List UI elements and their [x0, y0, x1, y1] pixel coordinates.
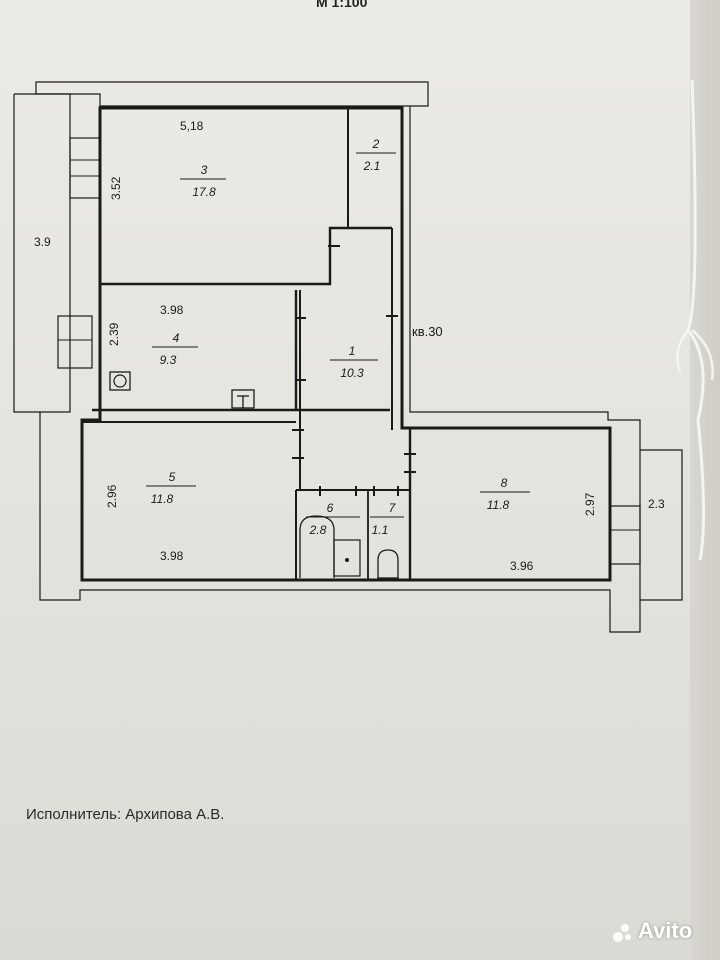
binding-thread	[686, 79, 706, 561]
apartment-label: кв.30	[412, 324, 443, 339]
bathtub	[299, 515, 335, 578]
room-7-area: 1.1	[372, 523, 389, 537]
dim-room4-height: 2.39	[107, 322, 121, 346]
boiler-icon	[109, 371, 131, 391]
dim-balcony-left: 3.9	[34, 235, 51, 249]
room-4-number: 4	[173, 331, 180, 345]
dim-room8-width: 3.96	[510, 559, 534, 573]
dim-room5-width: 3.98	[160, 549, 184, 563]
apartment-perimeter	[80, 106, 612, 582]
dim-room3-width: 5,18	[180, 119, 204, 133]
avito-logo-icon	[613, 924, 631, 942]
dim-balcony-right: 2.3	[648, 497, 665, 511]
room-6-number: 6	[327, 501, 334, 515]
room-8-area: 11.8	[487, 498, 510, 512]
room-1-area: 10.3	[340, 366, 364, 380]
dim-room8-height: 2.97	[583, 492, 597, 516]
executor-label: Исполнитель: Архипова А.В.	[26, 806, 225, 823]
room-3-number: 3	[201, 163, 208, 177]
left-balcony-outline	[14, 93, 641, 633]
window-room3	[69, 137, 101, 199]
bath-fixture	[333, 539, 361, 577]
room-5-number: 5	[169, 470, 176, 484]
scale-label: М 1:100	[316, 0, 368, 10]
window-room4	[57, 315, 93, 369]
room-8-number: 8	[501, 476, 508, 490]
room-2-area: 2.1	[363, 159, 381, 173]
right-balcony	[640, 449, 683, 601]
dim-room4-width: 3.98	[160, 303, 184, 317]
dim-room3-height: 3.52	[109, 176, 123, 200]
left-balcony	[13, 94, 40, 413]
room-1-number: 1	[349, 344, 356, 358]
room-3-area: 17.8	[192, 185, 216, 199]
dim-room5-height: 2.96	[105, 484, 119, 508]
outer-wall-outline	[35, 81, 429, 107]
room-4-area: 9.3	[160, 353, 177, 367]
wall-room3-bottom	[100, 226, 392, 286]
room-7-number: 7	[389, 501, 397, 515]
toilet	[377, 549, 399, 579]
room-6-area: 2.8	[309, 523, 327, 537]
window-room8	[609, 505, 641, 565]
room-5-area: 11.8	[151, 492, 174, 506]
room-2-number: 2	[372, 137, 380, 151]
watermark-text: Avito	[638, 918, 693, 943]
